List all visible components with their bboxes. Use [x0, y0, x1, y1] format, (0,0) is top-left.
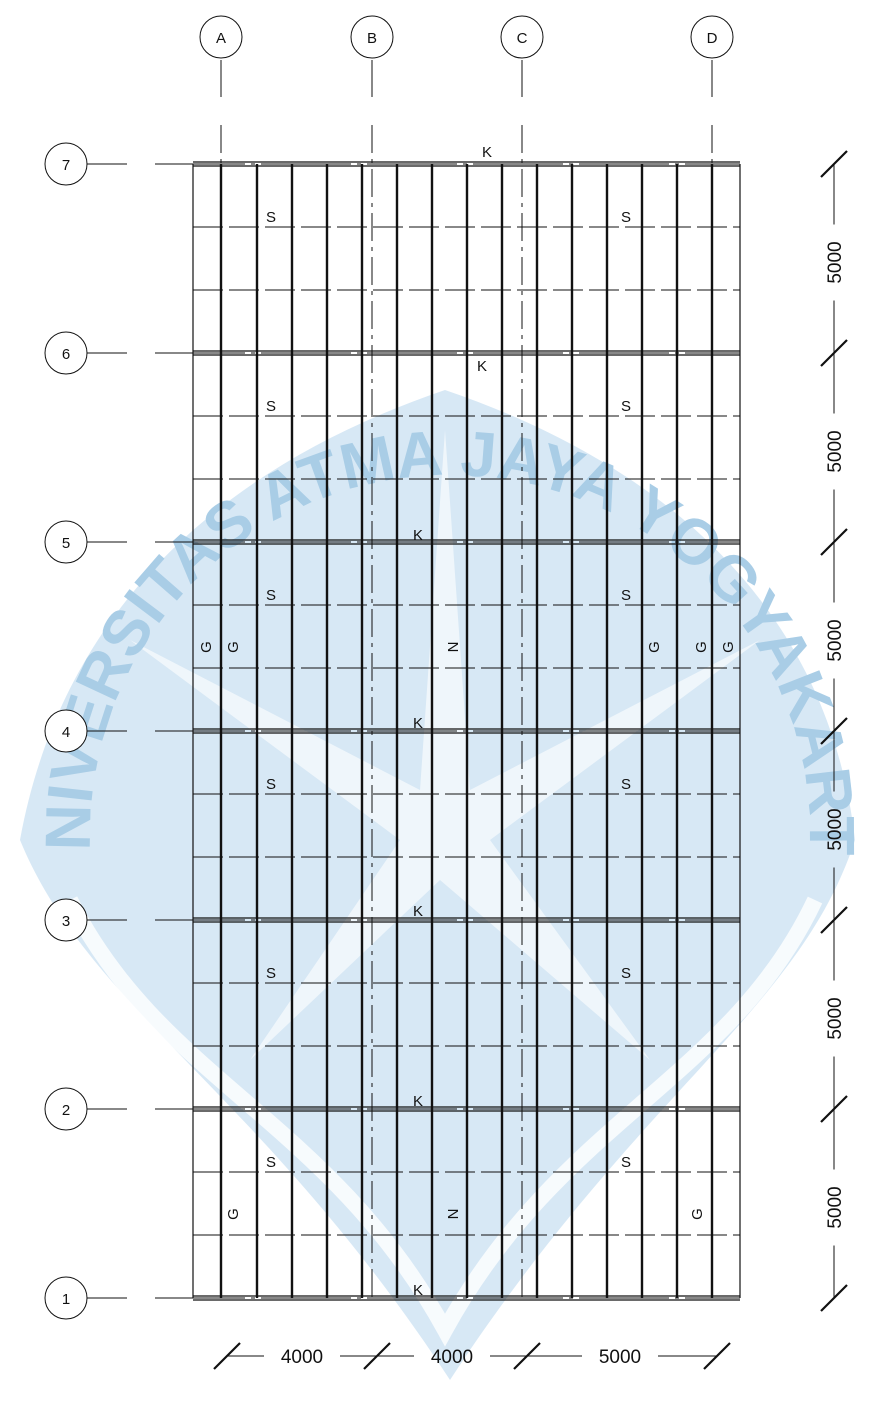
beam-lines [193, 161, 740, 1301]
member-label-s: S [621, 398, 631, 415]
grid-bubbles: A B C D 7 6 5 4 3 2 1 [44, 15, 734, 1320]
member-label-k: K [413, 1093, 423, 1110]
member-label-s: S [266, 587, 276, 604]
member-label-s: S [621, 965, 631, 982]
member-label-n: N [445, 642, 462, 653]
member-label-g: G [646, 641, 663, 653]
grid-bubble-label-row: 4 [62, 724, 70, 741]
dimension-label-vertical: 5000 [825, 619, 846, 661]
rafter-lines [192, 164, 741, 1298]
watermark-shield-shape [20, 390, 855, 1380]
member-label-k: K [413, 1282, 423, 1299]
member-label-s: S [266, 209, 276, 226]
dimension-label-vertical: 5000 [825, 241, 846, 283]
member-label-s: S [621, 776, 631, 793]
grid-bubble-label-row: 1 [62, 1291, 70, 1308]
member-label-g: G [720, 641, 737, 653]
grid-bubble-label-col: A [216, 30, 226, 47]
grid-bubble-label-col: D [707, 30, 718, 47]
grid-bubble-row-1 [44, 1276, 88, 1320]
grid-bubble-row-6 [44, 331, 88, 375]
member-label-s: S [266, 776, 276, 793]
member-label-s: S [266, 1154, 276, 1171]
dimension-label-vertical: 5000 [825, 430, 846, 472]
grid-bubble-col-d [690, 15, 734, 59]
grid-bubble-row-7 [44, 142, 88, 186]
dimension-label-horizontal: 5000 [599, 1347, 641, 1368]
grid-bubble-row-5 [44, 520, 88, 564]
grid-bubble-row-3 [44, 898, 88, 942]
member-label-s: S [266, 398, 276, 415]
member-label-s: S [621, 587, 631, 604]
member-label-g: G [225, 1208, 242, 1220]
member-label-g: G [225, 641, 242, 653]
member-label-s: S [266, 965, 276, 982]
watermark-star [130, 430, 760, 1060]
grid-bubble-col-c [500, 15, 544, 59]
member-label-g: G [689, 1208, 706, 1220]
member-label-k: K [482, 144, 492, 161]
member-label-g: G [693, 641, 710, 653]
dimension-label-vertical: 5000 [825, 1186, 846, 1228]
grid-bubble-col-a [199, 15, 243, 59]
grid-bubble-row-2 [44, 1087, 88, 1131]
grid-bubble-row-4 [44, 709, 88, 753]
member-label-n: N [445, 1209, 462, 1220]
member-label-k: K [413, 715, 423, 732]
member-label-k: K [413, 903, 423, 920]
member-label-s: S [621, 209, 631, 226]
dimension-label-horizontal: 4000 [281, 1347, 323, 1368]
dimension-label-vertical: 5000 [825, 808, 846, 850]
dimension-lines: 4000 4000 5000 5000 5000 5000 5000 5000 5000 [213, 150, 848, 1370]
member-label-g: G [198, 641, 215, 653]
dimension-label-vertical: 5000 [825, 997, 846, 1039]
grid-bubble-label-row: 7 [62, 157, 70, 174]
grid-bubble-label-row: 2 [62, 1102, 70, 1119]
grid-bubble-label-col: C [517, 30, 528, 47]
grid-bubble-label-row: 3 [62, 913, 70, 930]
grid-bubble-label-row: 5 [62, 535, 70, 552]
dimension-label-horizontal: 4000 [431, 1347, 473, 1368]
grid-bubble-label-row: 6 [62, 346, 70, 363]
member-label-k: K [477, 358, 487, 375]
grid-bubble-label-col: B [367, 30, 377, 47]
member-label-s: S [621, 1154, 631, 1171]
grid-bubble-col-b [350, 15, 394, 59]
member-label-k: K [413, 527, 423, 544]
